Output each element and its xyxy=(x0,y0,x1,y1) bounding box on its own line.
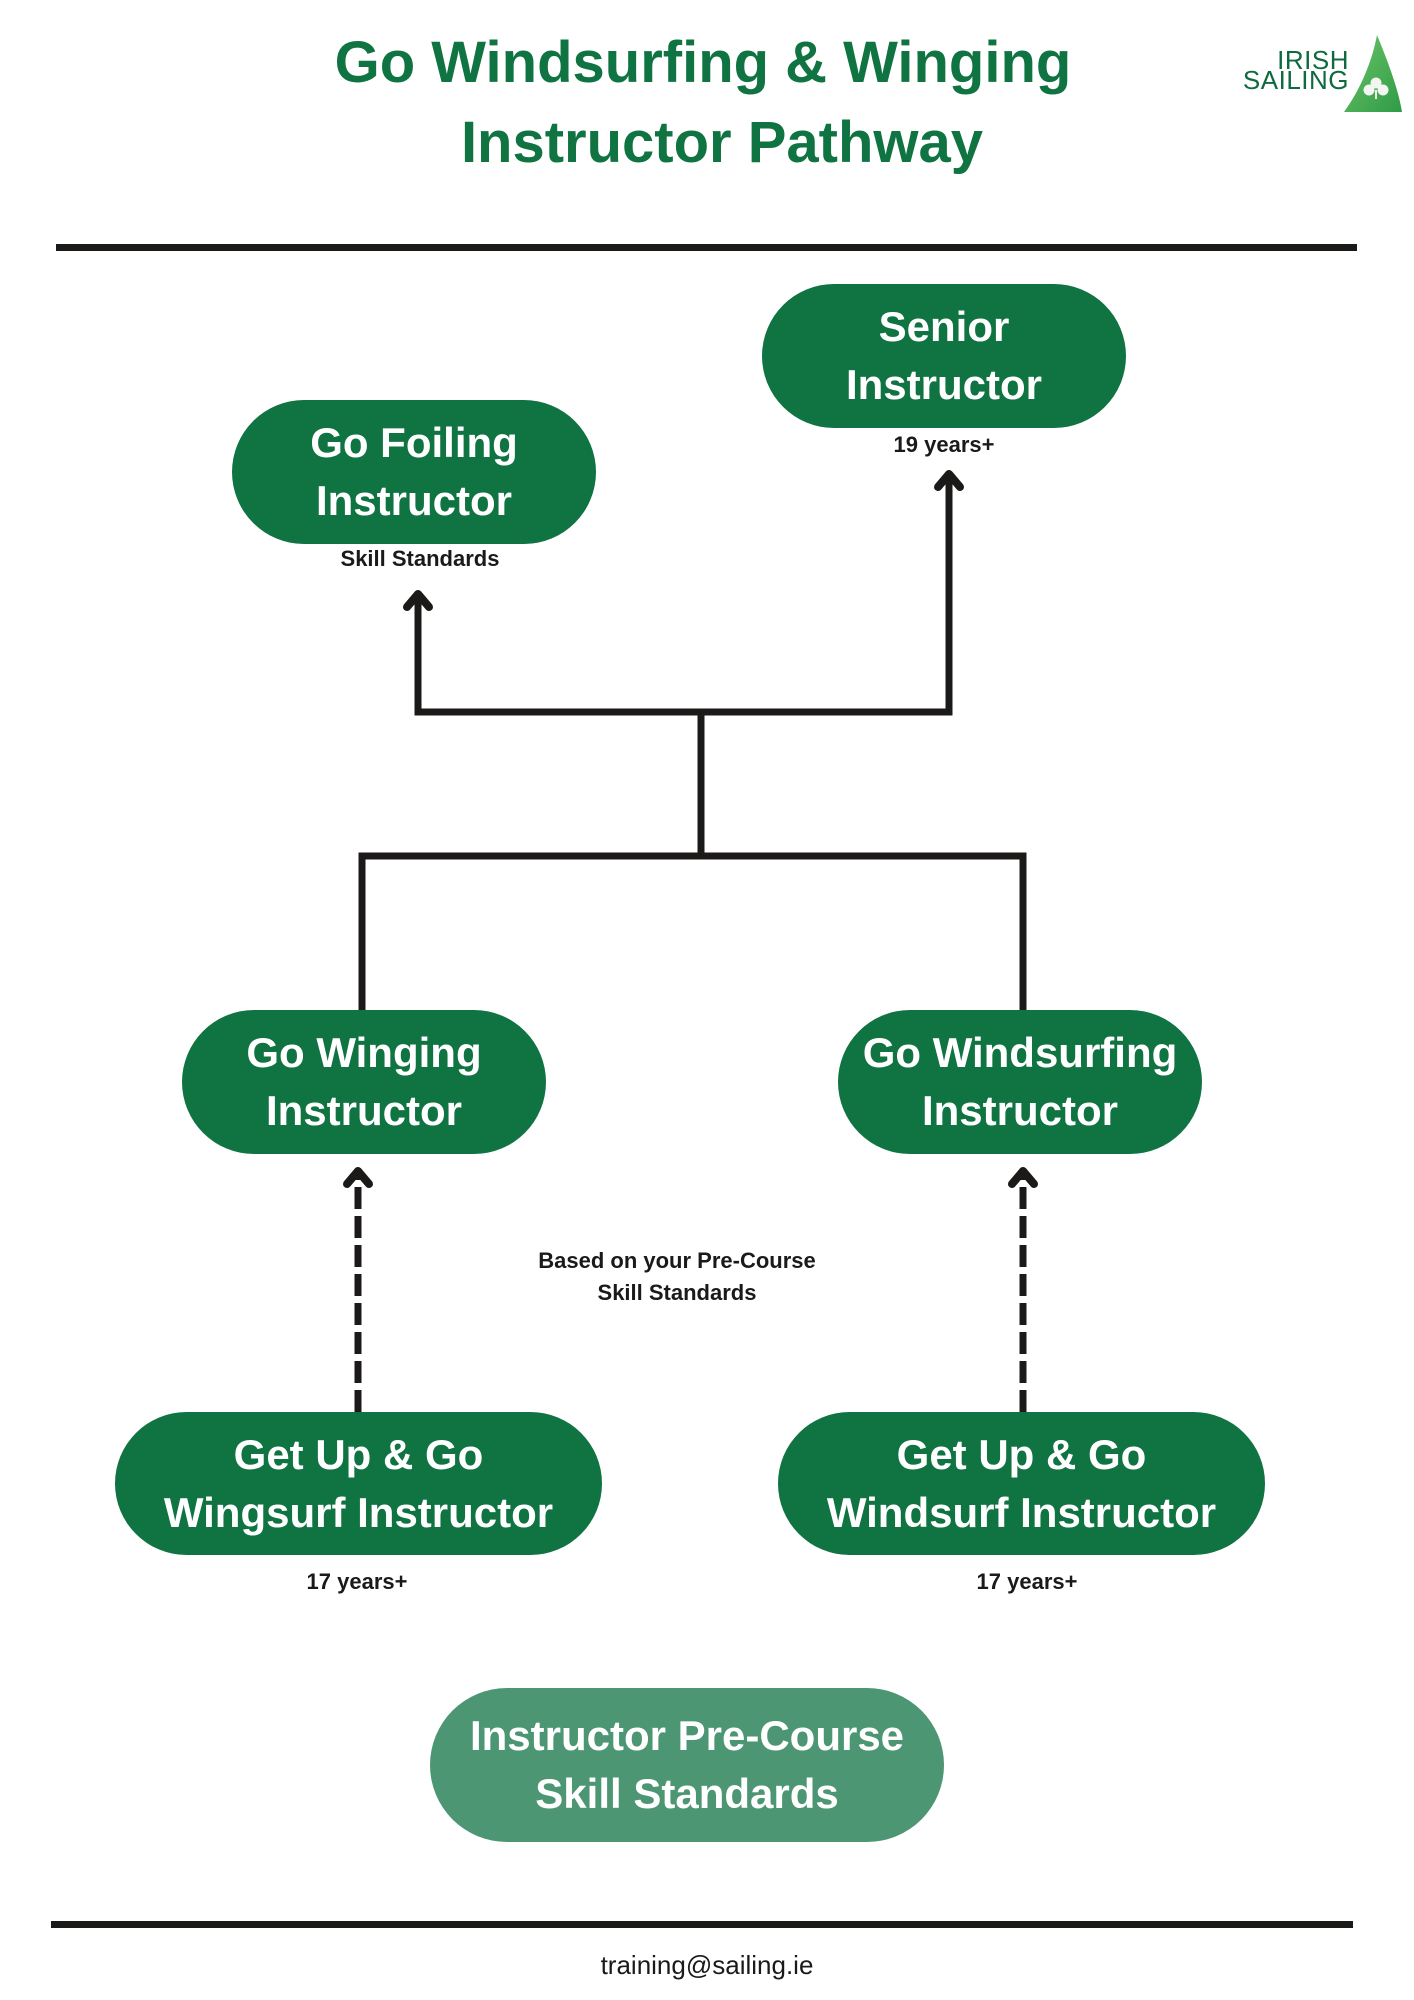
arrowhead-winging xyxy=(343,1167,373,1188)
logo-text-sailing: SAILING xyxy=(1242,65,1349,95)
node-windsurfing-instructor: Go Windsurfing Instructor xyxy=(838,1010,1202,1154)
node-getup-windsurf-instructor: Get Up & Go Windsurf Instructor xyxy=(778,1412,1265,1555)
connector-lower-fork xyxy=(358,852,1027,1010)
irish-sailing-logo: IRISH SAILING xyxy=(1236,32,1406,120)
bottom-divider xyxy=(51,1921,1353,1928)
node-precourse-line2: Skill Standards xyxy=(535,1770,839,1817)
node-senior-instructor: Senior Instructor xyxy=(762,284,1126,428)
caption-wingsurf-age: 17 years+ xyxy=(306,1569,408,1594)
caption-windsurf-age: 17 years+ xyxy=(976,1569,1078,1594)
node-windsurfing-line1: Go Windsurfing xyxy=(862,1029,1178,1076)
annotation-line2: Skill Standards xyxy=(597,1280,757,1305)
node-foiling-line1: Go Foiling xyxy=(310,419,518,466)
page-title-line2: Instructor Pathway xyxy=(460,110,984,175)
caption-foiling-skill-standards: Skill Standards xyxy=(340,546,500,571)
node-winging-instructor: Go Winging Instructor xyxy=(182,1010,546,1154)
node-precourse-skill-standards: Instructor Pre-Course Skill Standards xyxy=(430,1688,944,1842)
logo-text-irish: IRISH xyxy=(1277,45,1349,75)
footer-email[interactable]: training@sailing.ie xyxy=(600,1950,814,1980)
node-senior-line2: Instructor xyxy=(845,361,1042,408)
page-title-line1: Go Windsurfing & Winging xyxy=(334,30,1072,95)
arrowhead-foiling xyxy=(403,590,433,611)
arrowhead-windsurfing xyxy=(1008,1167,1038,1188)
top-divider xyxy=(56,244,1357,251)
node-windsurfing-line2: Instructor xyxy=(921,1087,1118,1134)
annotation-line1: Based on your Pre-Course xyxy=(538,1248,816,1273)
arrowhead-senior xyxy=(934,470,964,491)
node-getup-wingsurf-instructor: Get Up & Go Wingsurf Instructor xyxy=(115,1412,602,1555)
node-foiling-line2: Instructor xyxy=(315,477,512,524)
node-senior-line1: Senior xyxy=(878,303,1010,350)
node-winging-line2: Instructor xyxy=(265,1087,462,1134)
node-getup-windsurf-line2: Windsurf Instructor xyxy=(826,1488,1217,1536)
shamrock-sail-icon xyxy=(1344,35,1402,112)
node-foiling-instructor: Go Foiling Instructor xyxy=(232,400,596,544)
annotation-pre-course: Based on your Pre-Course Skill Standards xyxy=(497,1245,857,1309)
node-getup-wingsurf-line2: Wingsurf Instructor xyxy=(163,1488,554,1536)
node-precourse-line1: Instructor Pre-Course xyxy=(469,1712,905,1759)
node-getup-wingsurf-line1: Get Up & Go xyxy=(233,1430,484,1478)
caption-senior-age: 19 years+ xyxy=(893,432,995,457)
node-winging-line1: Go Winging xyxy=(246,1029,482,1076)
node-getup-windsurf-line1: Get Up & Go xyxy=(896,1430,1147,1478)
